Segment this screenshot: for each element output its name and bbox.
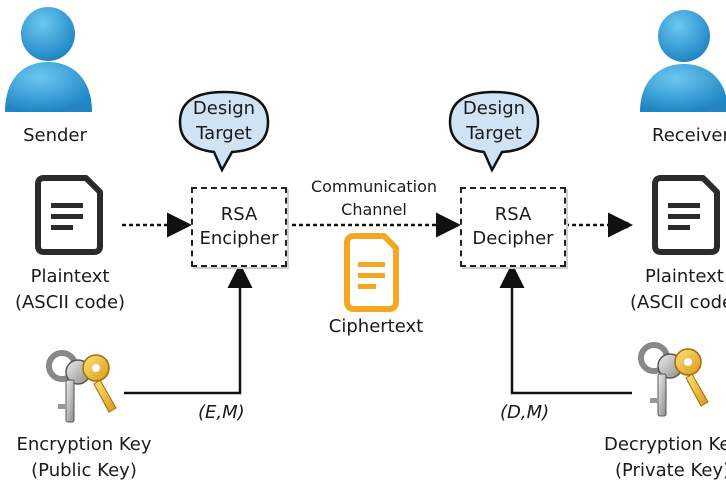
design-target-text-right: Design Target: [454, 96, 534, 146]
rsa-encipher-box: RSA Encipher: [191, 187, 287, 267]
ciphertext-document-icon: [344, 233, 399, 312]
encryption-params: (E,M): [198, 402, 245, 423]
plaintext-sublabel-receiver: (ASCII code): [630, 292, 726, 313]
encryption-key-icon: [46, 350, 117, 423]
decryption-key-label: Decryption Key: [604, 434, 726, 455]
bubble-left-line2: Target: [196, 123, 252, 144]
decryption-key-line: [499, 263, 632, 395]
receiver-label: Receiver: [652, 125, 726, 146]
bubble-right-line2: Target: [466, 123, 522, 144]
decryption-params: (D,M): [500, 402, 550, 423]
decipher-line2: Decipher: [472, 228, 554, 249]
plaintext-label: Plaintext: [30, 266, 110, 287]
ciphertext-label: Ciphertext: [328, 316, 424, 337]
decipher-line1: RSA: [494, 204, 532, 225]
sender-label: Sender: [23, 125, 87, 146]
plaintext-document-icon: [35, 175, 103, 255]
design-target-bubble-left: [178, 90, 270, 173]
plaintext-label-receiver: Plaintext: [645, 266, 724, 287]
plaintext-document-icon-receiver: [652, 175, 720, 255]
bubble-right-line1: Design: [462, 98, 526, 119]
encryption-key-line: [124, 263, 253, 395]
decryption-key-sublabel: (Private Key): [615, 460, 726, 481]
sender-person-icon: [5, 7, 92, 112]
channel-label-line1: Communication: [310, 177, 438, 196]
design-target-bubble-right: [448, 90, 540, 173]
encryption-key-label: Encryption Key: [16, 434, 152, 455]
receiver-person-icon: [640, 10, 726, 112]
design-target-text-left: Design Target: [184, 96, 264, 146]
rsa-decipher-box: RSA Decipher: [460, 187, 566, 267]
plaintext-sublabel: (ASCII code): [14, 292, 126, 313]
channel-label-line2: Channel: [341, 200, 407, 219]
encipher-line2: Encipher: [199, 228, 279, 249]
encipher-line1: RSA: [220, 204, 258, 225]
encryption-key-sublabel: (Public Key): [31, 460, 137, 481]
bubble-left-line1: Design: [192, 98, 256, 119]
decryption-key-icon: [638, 342, 709, 417]
